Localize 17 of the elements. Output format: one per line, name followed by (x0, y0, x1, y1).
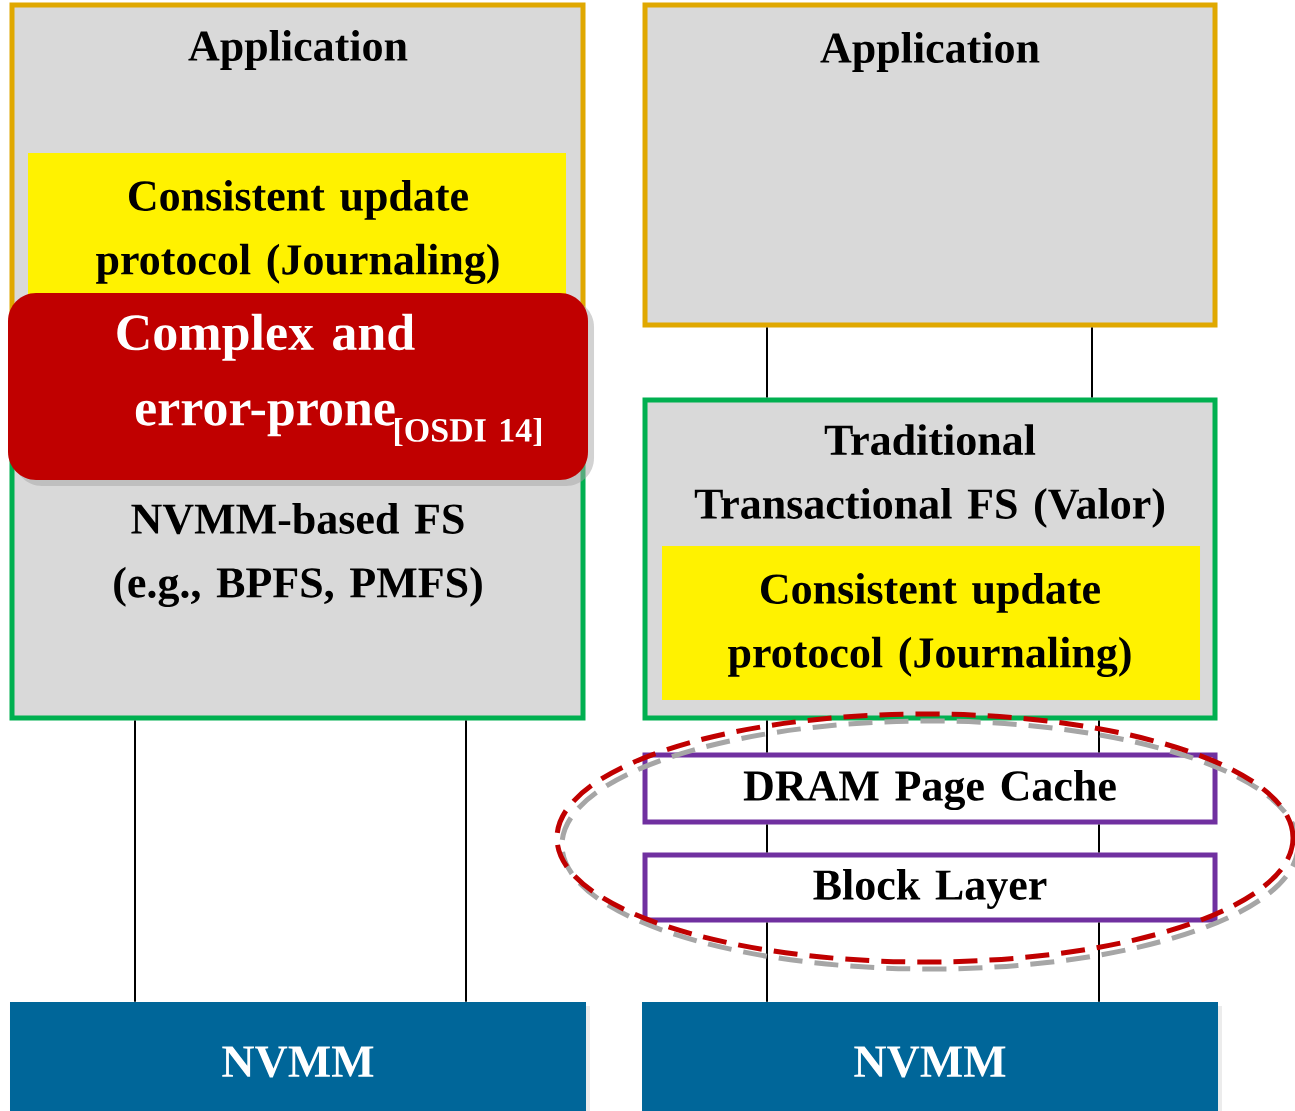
connector-line (1098, 823, 1100, 854)
connector-line (134, 719, 136, 1003)
protocol-box: Consistent update protocol (Journaling) (28, 153, 566, 300)
connector-line (766, 719, 768, 754)
layer-box: DRAM Page Cache (642, 752, 1218, 825)
protocol-box: Consistent update protocol (Journaling) (662, 546, 1200, 700)
connector-line (1091, 326, 1093, 399)
memory-box: NVMM (642, 1002, 1222, 1111)
connector-line (1098, 921, 1100, 1003)
application-box: Application (642, 2, 1218, 328)
connector-line (766, 823, 768, 854)
memory-box: NVMM (10, 1002, 590, 1111)
connector-line (766, 921, 768, 1003)
connector-line (465, 719, 467, 1003)
connector-line (766, 326, 768, 399)
layer-box: Block Layer (642, 852, 1218, 923)
connector-line (1098, 719, 1100, 754)
